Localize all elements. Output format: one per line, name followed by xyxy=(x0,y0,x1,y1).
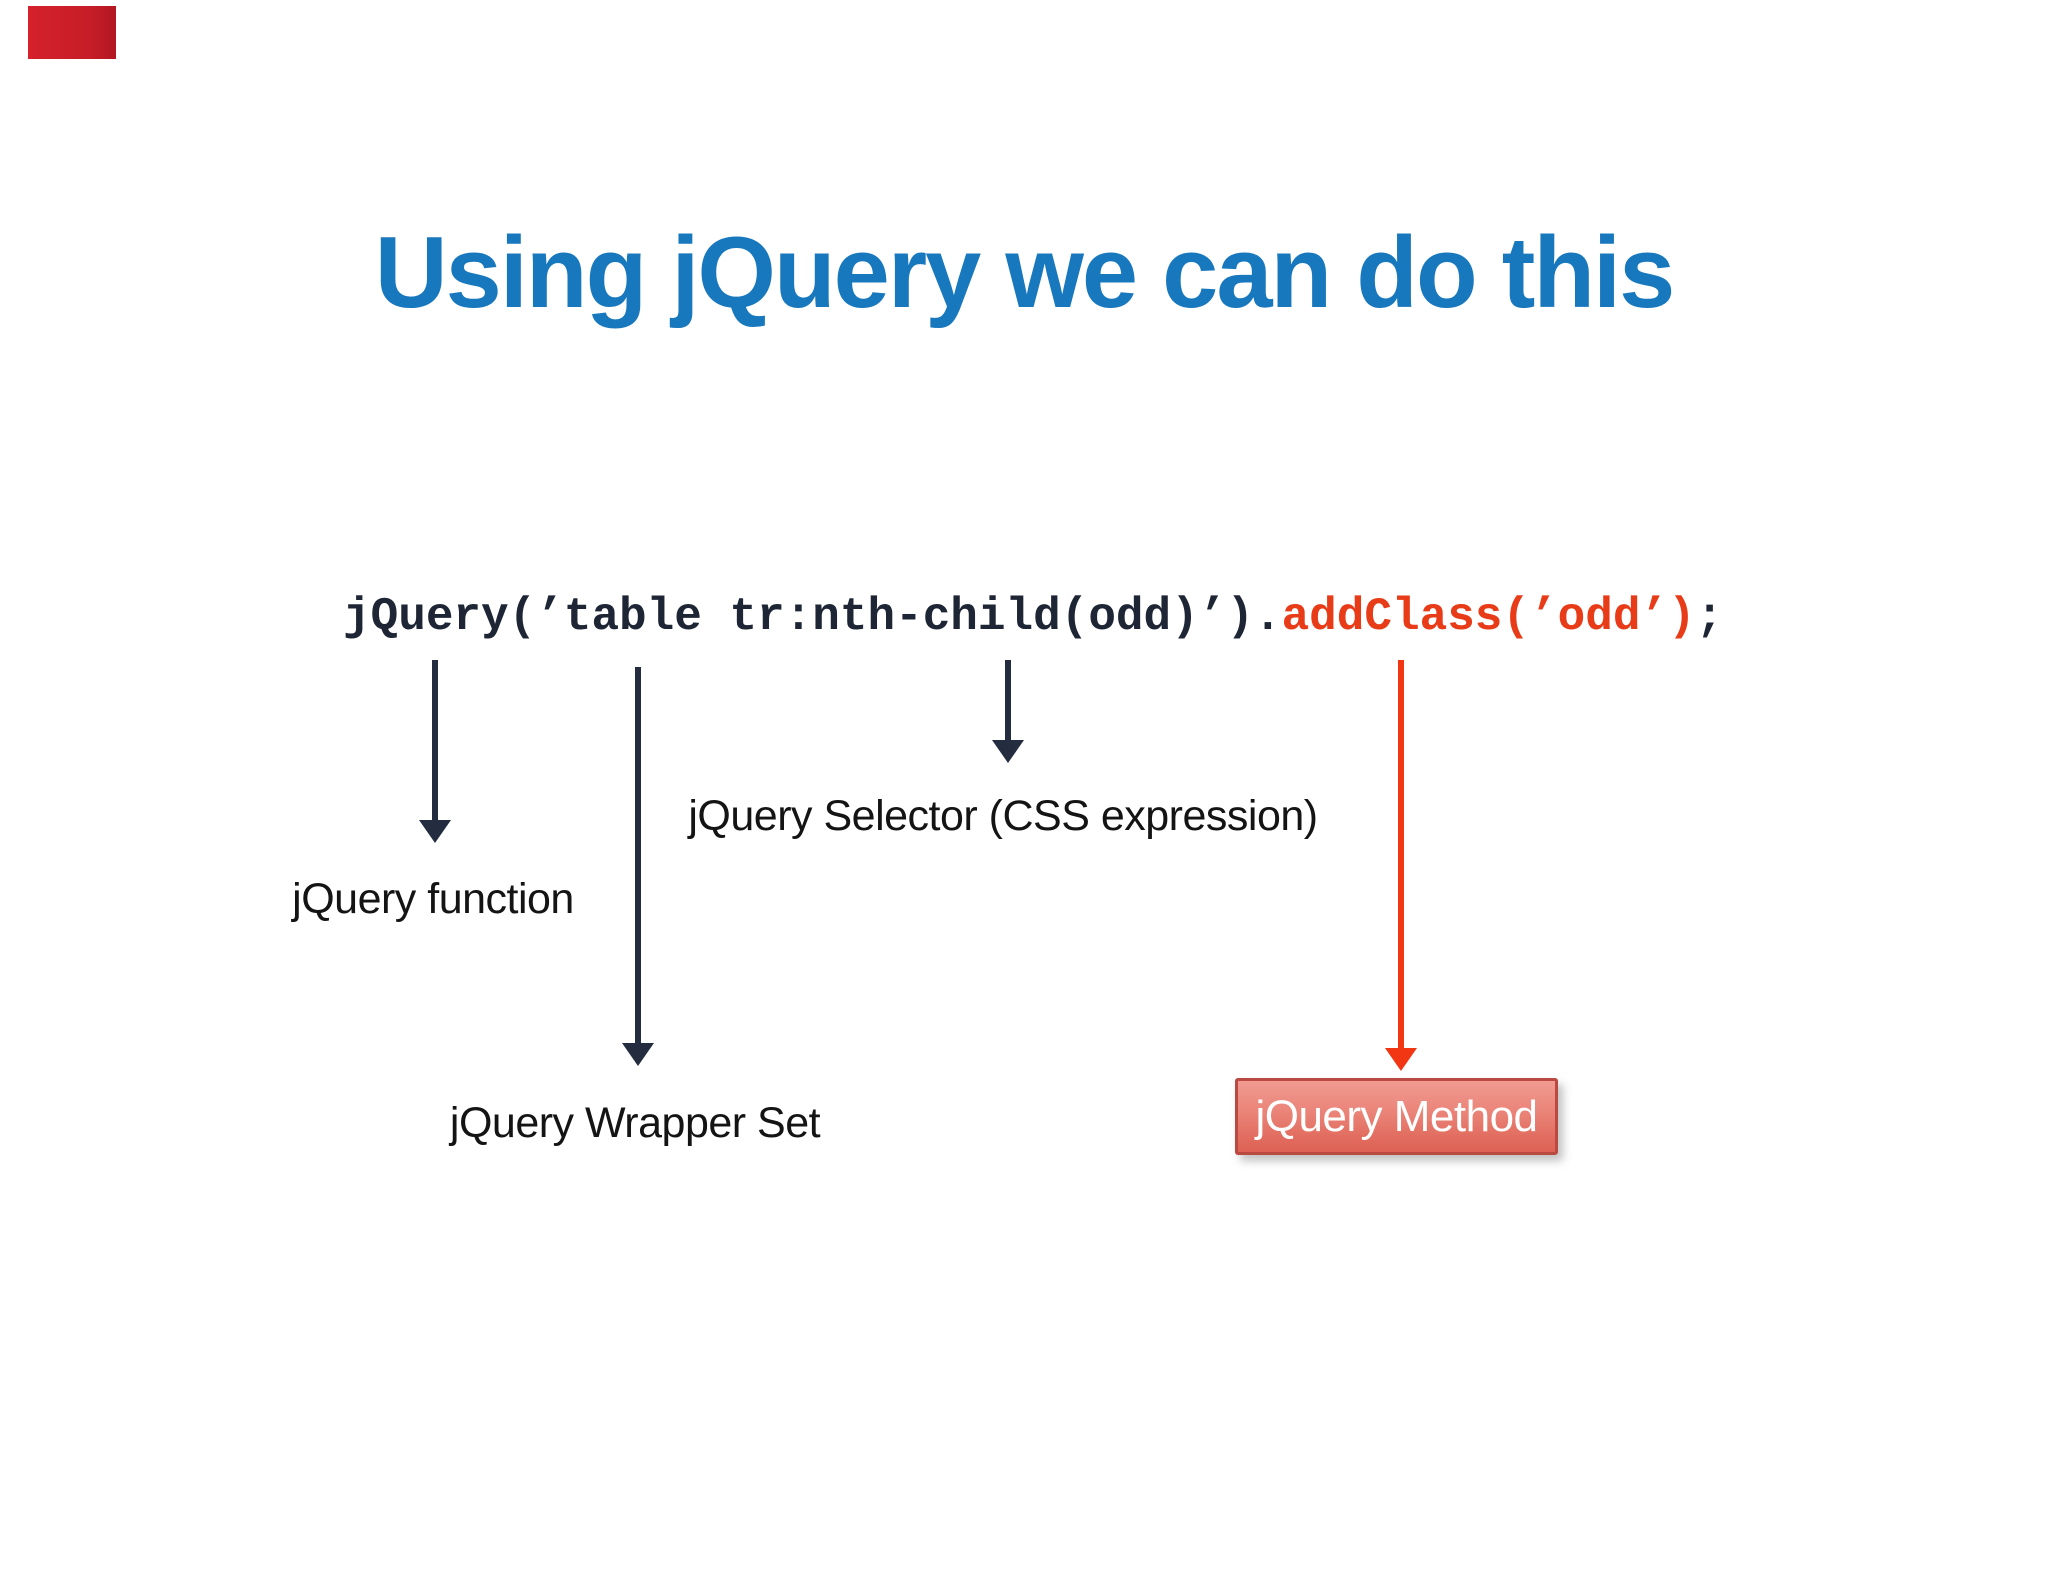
arrow-method-shaft xyxy=(1398,660,1404,1050)
arrow-selector-head xyxy=(992,740,1024,763)
arrow-selector-shaft xyxy=(1005,660,1011,742)
code-statement: jQuery(’table tr:nth-child(odd)’).addCla… xyxy=(343,592,1723,643)
arrow-jquery-function-head xyxy=(419,820,451,843)
jquery-method-box: jQuery Method xyxy=(1235,1078,1558,1155)
label-jquery-selector: jQuery Selector (CSS expression) xyxy=(688,792,1318,840)
code-prefix: jQuery(’table tr:nth-child(odd)’). xyxy=(343,591,1282,643)
arrow-wrapper-set-shaft xyxy=(635,667,641,1045)
jquery-method-box-label: jQuery Method xyxy=(1255,1091,1538,1141)
arrow-jquery-function-shaft xyxy=(432,660,438,822)
code-method-call: addClass(’odd’) xyxy=(1281,591,1696,643)
code-suffix: ; xyxy=(1695,591,1724,643)
label-jquery-wrapper-set: jQuery Wrapper Set xyxy=(449,1099,821,1147)
label-jquery-function: jQuery function xyxy=(292,875,574,923)
red-corner-mark xyxy=(28,6,116,59)
arrow-wrapper-set-head xyxy=(622,1043,654,1066)
slide-title: Using jQuery we can do this xyxy=(374,217,1676,329)
arrow-method-head xyxy=(1385,1048,1417,1071)
